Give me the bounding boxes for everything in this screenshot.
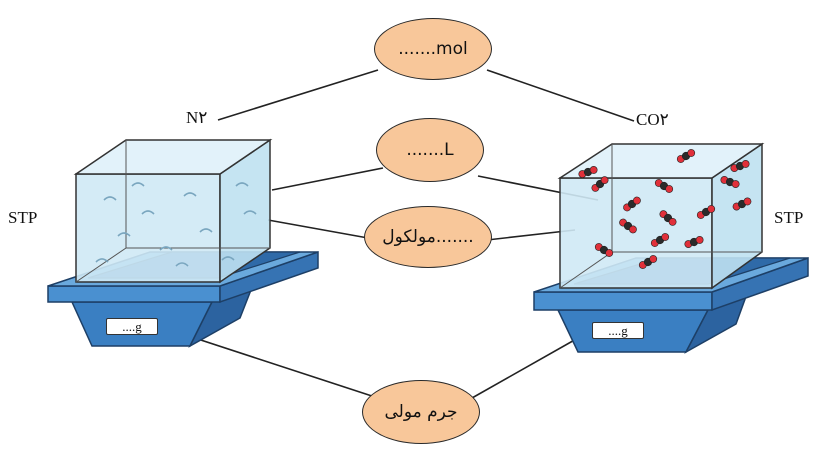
co2-molecule [696, 205, 716, 219]
volume-oval: .......L [376, 118, 484, 182]
co2-molecule [638, 255, 658, 269]
right-gas-box [557, 142, 765, 290]
co2-molecule [659, 210, 677, 226]
line-moles-to-co2 [486, 69, 635, 122]
moles-oval: .......mol [374, 18, 492, 80]
line-molar-mass-to-right-scale [471, 337, 579, 399]
co2-molecule [650, 233, 670, 247]
co2-molecules [578, 149, 752, 269]
left-stp-label: STP [8, 208, 38, 227]
left-gas-box [73, 138, 273, 284]
left-scale-display: ....g [106, 318, 158, 335]
n2-molecules [95, 182, 257, 267]
molar-mass-oval: جرم مولی [362, 380, 480, 444]
co2-molecule [732, 197, 752, 211]
co2-label: CO۲ [636, 110, 669, 129]
co2-molecule [730, 160, 750, 172]
co2-molecule [578, 166, 598, 178]
line-volume-to-left-box [271, 167, 384, 191]
right-scale-display: ....g [592, 322, 644, 339]
line-moles-to-n2 [217, 69, 379, 121]
co2-molecule [591, 176, 609, 192]
molecules-oval: مولکول....... [364, 206, 492, 268]
co2-molecule [623, 196, 641, 212]
co2-molecule [654, 179, 674, 193]
co2-molecule [676, 149, 696, 163]
right-stp-label: STP [774, 208, 804, 227]
co2-molecule [619, 218, 637, 234]
co2-molecule [684, 236, 704, 248]
line-molecules-to-left-box [267, 219, 369, 239]
n2-label: N۲ [186, 108, 208, 127]
co2-molecule [594, 243, 614, 257]
co2-molecule [720, 176, 740, 188]
